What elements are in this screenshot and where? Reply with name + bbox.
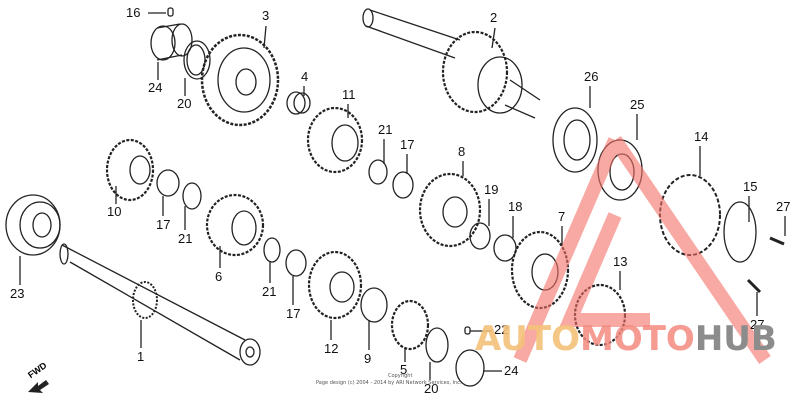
callout-24b[interactable]: 24: [504, 363, 519, 378]
callout-23[interactable]: 23: [10, 286, 25, 301]
washer-part-18: [493, 234, 517, 262]
washer-part-17c: [285, 249, 307, 277]
gear-part-11: [306, 106, 364, 174]
callout-27a[interactable]: 27: [776, 199, 791, 214]
seal-part-26: [552, 107, 598, 173]
callout-26[interactable]: 26: [584, 69, 599, 84]
callout-27b[interactable]: 27: [750, 317, 765, 332]
callout-24[interactable]: 24: [148, 80, 163, 95]
fwd-arrow-icon: [28, 380, 49, 393]
washer-part-17: [392, 171, 414, 199]
washer-part-20: [183, 40, 211, 80]
bolt-part-27b: [746, 278, 762, 294]
callout-3[interactable]: 3: [262, 8, 270, 23]
bushing-part-9: [360, 287, 388, 323]
watermark-auto: AUTO: [475, 319, 580, 359]
washer-part-17b: [156, 169, 180, 197]
gear-part-8: [418, 172, 482, 248]
callout-19[interactable]: 19: [484, 182, 499, 197]
washer-part-19: [469, 222, 491, 250]
callout-17a[interactable]: 17: [400, 137, 415, 152]
copyright-text: Page design (c) 2004 - 2014 by ARI Netwo…: [316, 380, 462, 386]
callout-4[interactable]: 4: [301, 69, 309, 84]
callout-12[interactable]: 12: [324, 341, 339, 356]
gear-part-5: [390, 299, 430, 351]
callout-10[interactable]: 10: [107, 204, 122, 219]
bolt-part-27: [769, 236, 785, 246]
callout-17b[interactable]: 17: [156, 217, 171, 232]
pin-part-16: [167, 7, 174, 17]
callout-21b[interactable]: 21: [178, 231, 193, 246]
callout-18[interactable]: 18: [508, 199, 523, 214]
callout-2[interactable]: 2: [490, 10, 498, 25]
callout-7[interactable]: 7: [558, 209, 566, 224]
callout-21a[interactable]: 21: [378, 122, 393, 137]
pin-part-22: [464, 326, 471, 335]
callout-22[interactable]: 22: [494, 322, 509, 337]
countershaft-part-2: [365, 9, 461, 59]
callout-20b[interactable]: 20: [424, 381, 439, 396]
callout-6[interactable]: 6: [215, 269, 223, 284]
washer-part-20b: [425, 327, 449, 363]
callout-25[interactable]: 25: [630, 97, 645, 112]
watermark-text: AUTOMOTOHUB: [475, 322, 777, 356]
circlip-part-21c: [263, 237, 281, 263]
callout-17c[interactable]: 17: [286, 306, 301, 321]
callout-14[interactable]: 14: [694, 129, 709, 144]
callout-16[interactable]: 16: [126, 5, 141, 20]
bearing-part-24: [150, 25, 176, 61]
watermark-triangle-icon: [513, 136, 771, 364]
callout-1[interactable]: 1: [137, 349, 145, 364]
watermark-hub: HUB: [694, 319, 777, 359]
copyright-title: Copyright: [388, 373, 413, 379]
callout-21c[interactable]: 21: [262, 284, 277, 299]
callout-9[interactable]: 9: [364, 351, 372, 366]
callout-5[interactable]: 5: [400, 362, 408, 377]
callout-11[interactable]: 11: [342, 87, 356, 102]
gear-part-6: [205, 193, 265, 257]
circlip-part-21b: [182, 182, 202, 210]
mainshaft-part-1: [61, 244, 246, 361]
bearing-part-24b: [455, 349, 485, 387]
circlip-part-21: [368, 159, 388, 185]
gear-part-10: [105, 138, 155, 202]
callout-8[interactable]: 8: [458, 144, 466, 159]
plate-part-15: [723, 201, 757, 263]
collar-part-4: [286, 91, 306, 115]
gear-part-3: [200, 33, 280, 127]
callout-20[interactable]: 20: [177, 96, 192, 111]
gear-part-12: [307, 250, 363, 320]
callout-13[interactable]: 13: [613, 254, 628, 269]
callout-15[interactable]: 15: [743, 179, 758, 194]
watermark-moto: MOTO: [579, 319, 695, 359]
